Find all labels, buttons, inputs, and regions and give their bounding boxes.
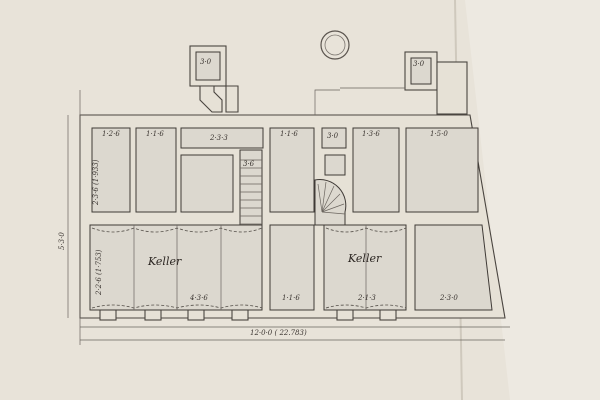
- label-room: 1·3·6: [362, 130, 380, 138]
- label-cellar-left: Keller: [147, 255, 182, 268]
- circular-well: [320, 30, 350, 60]
- label-room: 3·0: [327, 132, 339, 140]
- label-room: 2·3·3: [209, 134, 228, 142]
- tower-left: [189, 45, 239, 113]
- label-room: 2·1·3: [357, 294, 376, 302]
- label-room: 1·1·6: [280, 130, 298, 138]
- cellar-windows: [99, 309, 397, 321]
- label-tower: 3·0: [413, 60, 425, 68]
- label-tower: 3·0: [200, 58, 212, 66]
- upper-rooms: [91, 127, 479, 213]
- dimension-upper-depth: 2·3·6 (1·933): [92, 159, 100, 206]
- label-room: 2·3·0: [439, 294, 458, 302]
- label-cellar-right: Keller: [347, 252, 382, 265]
- label-room: 4·3·6: [189, 294, 208, 302]
- label-room: 1·5·0: [430, 130, 448, 138]
- label-room: 1·1·6: [146, 130, 164, 138]
- lower-rooms: [89, 224, 493, 311]
- dimension-lower-depth: 2·2·6 (1·753): [95, 249, 103, 296]
- dimension-overall-depth: 5·3·0: [58, 232, 66, 250]
- dimension-overall-width: 12·0·0 ( 22.783): [250, 329, 307, 337]
- spiral-staircase: [314, 179, 347, 226]
- tower-right: [314, 51, 468, 115]
- label-stair: 3·6: [243, 160, 255, 168]
- label-room: 1·2·6: [102, 130, 120, 138]
- label-room: 1·1·6: [282, 294, 300, 302]
